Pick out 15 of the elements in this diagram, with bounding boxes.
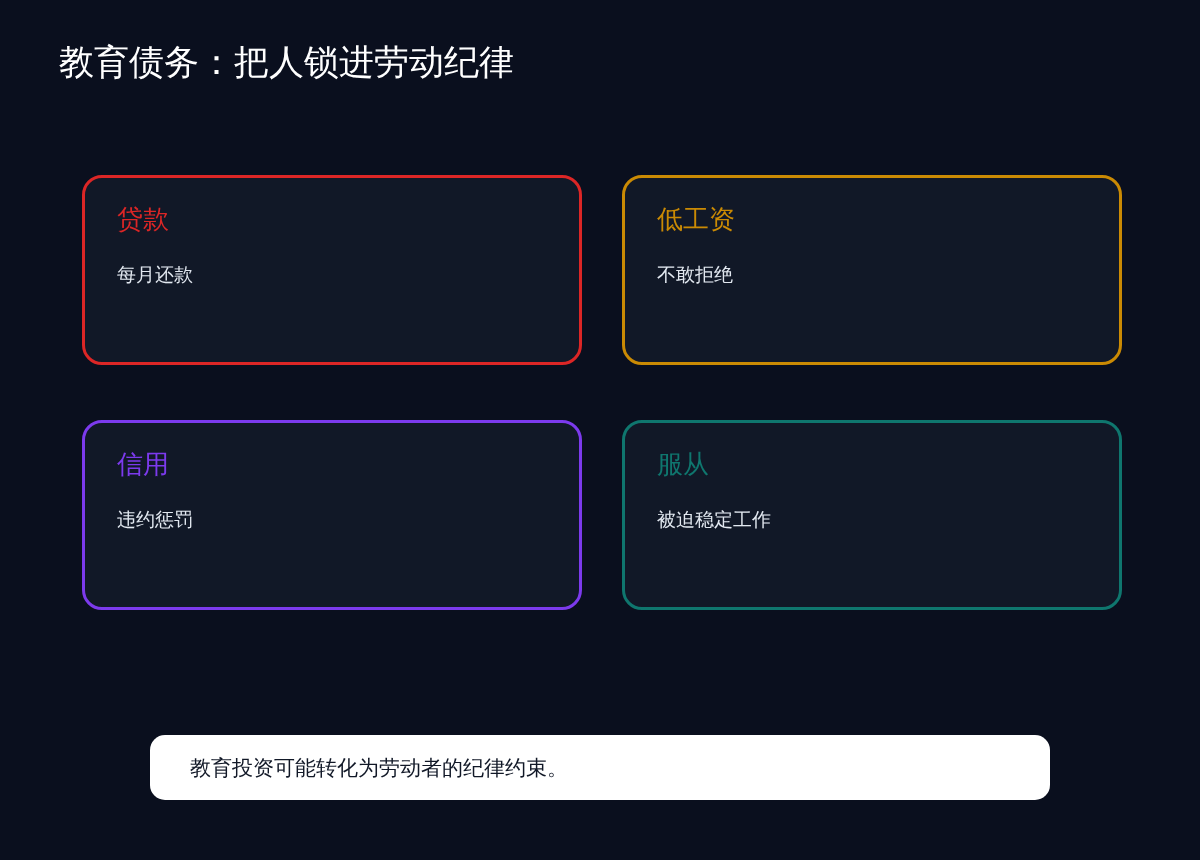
card-text: 被迫稳定工作 (657, 507, 771, 532)
card (82, 175, 582, 365)
card (622, 175, 1122, 365)
card-heading: 信用 (117, 448, 169, 481)
note-text: 教育投资可能转化为劳动者的纪律约束。 (190, 755, 568, 782)
card-text: 每月还款 (117, 262, 193, 287)
card-heading: 低工资 (657, 203, 735, 236)
note-banner (150, 735, 1050, 800)
card-text: 违约惩罚 (117, 507, 193, 532)
card (82, 420, 582, 610)
card-text: 不敢拒绝 (657, 262, 733, 287)
card-heading: 贷款 (117, 203, 169, 236)
card (622, 420, 1122, 610)
title: 教育债务：把人锁进劳动纪律 (59, 41, 514, 84)
card-heading: 服从 (657, 448, 709, 481)
